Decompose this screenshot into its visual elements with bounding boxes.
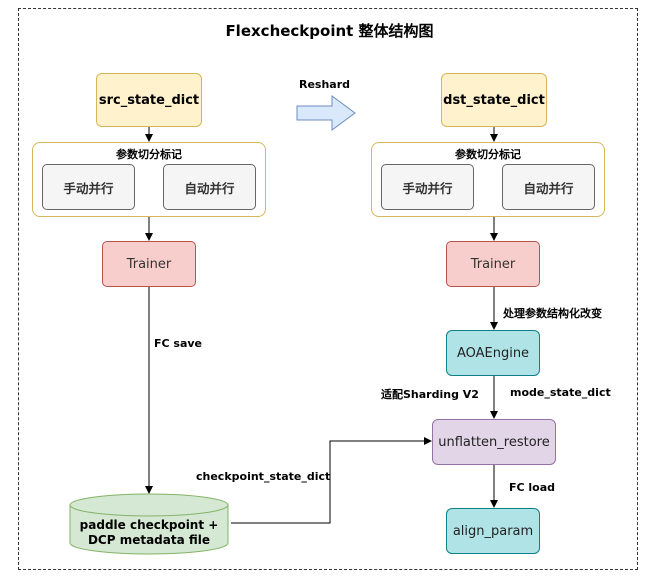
src-auto-parallel-box: 自动并行 <box>163 164 256 210</box>
align-param-box: align_param <box>446 508 540 554</box>
fc-save-label: FC save <box>154 337 203 350</box>
reshard-label: Reshard <box>299 78 351 91</box>
src-manual-parallel-box: 手动并行 <box>42 164 135 210</box>
dst-state-dict-box: dst_state_dict <box>441 73 547 127</box>
src-group-label: 参数切分标记 <box>116 148 182 161</box>
src-state-dict-box: src_state_dict <box>96 73 202 127</box>
dst-auto-parallel-box: 自动并行 <box>502 164 595 210</box>
dst-group-label: 参数切分标记 <box>455 148 521 161</box>
diagram-title: Flexcheckpoint 整体结构图 <box>225 21 434 40</box>
storage-cylinder-icon <box>69 493 229 555</box>
diagram-frame <box>18 8 638 570</box>
mode-state-dict-label: mode_state_dict <box>510 386 611 399</box>
fc-load-label: FC load <box>509 481 556 494</box>
checkpoint-state-dict-label: checkpoint_state_dict <box>196 470 331 483</box>
sharding-v2-label: 适配Sharding V2 <box>381 388 479 401</box>
reshard-arrow-icon <box>296 95 356 131</box>
process-structure-label: 处理参数结构化改变 <box>503 307 602 320</box>
dst-manual-parallel-box: 手动并行 <box>381 164 474 210</box>
storage-label-line1: paddle checkpoint + <box>79 518 219 532</box>
storage-label-line2: DCP metadata file <box>87 533 211 547</box>
edge-storage-to-unflatten <box>231 437 432 524</box>
storage-label: paddle checkpoint + DCP metadata file <box>70 514 228 552</box>
unflatten-restore-box: unflatten_restore <box>432 419 556 465</box>
aoa-engine-box: AOAEngine <box>446 330 540 376</box>
dst-trainer-box: Trainer <box>446 241 540 287</box>
src-trainer-box: Trainer <box>102 241 196 287</box>
